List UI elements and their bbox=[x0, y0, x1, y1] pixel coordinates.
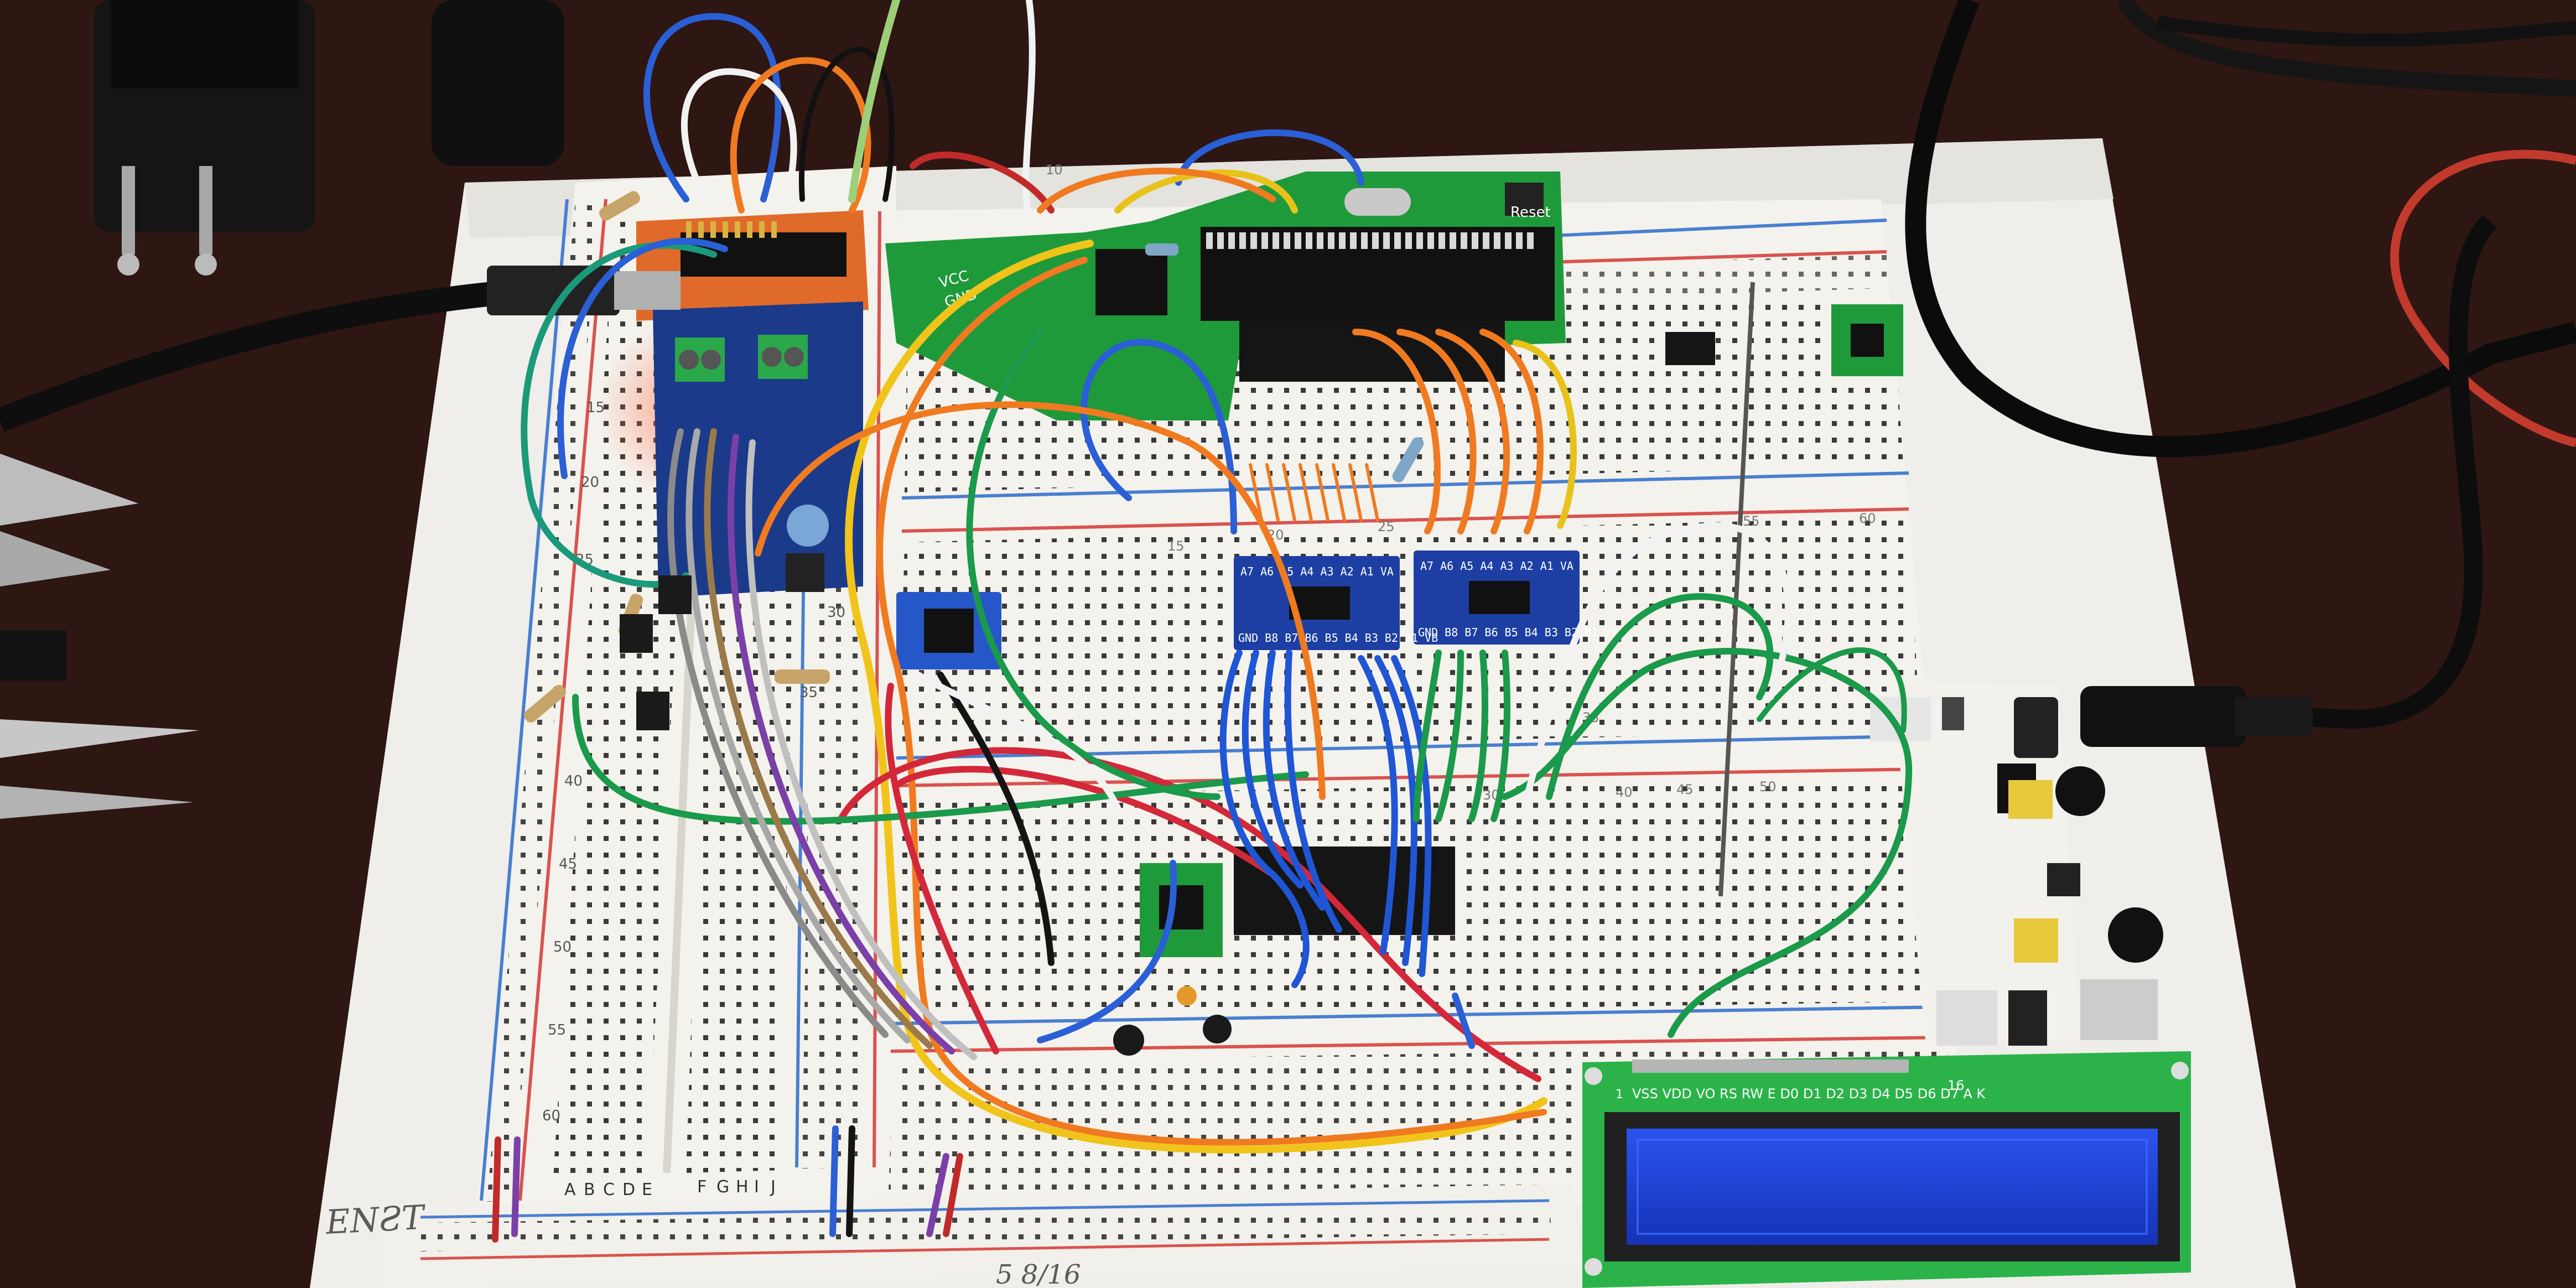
column-label: E bbox=[642, 1180, 652, 1199]
column-label: A bbox=[564, 1180, 576, 1199]
dc-jack-cable bbox=[2235, 215, 2497, 729]
row-label: 45 bbox=[559, 856, 577, 872]
row-label: 50 bbox=[553, 939, 572, 955]
lcd-1602-display bbox=[1582, 1051, 2191, 1288]
black-plug-top bbox=[432, 0, 564, 166]
column-label: C bbox=[603, 1180, 615, 1199]
jumper-wires bbox=[492, 0, 1913, 1243]
shifter-top-pins: A7 A6 A5 A4 A3 A2 A1 VA bbox=[1420, 559, 1573, 573]
column-label: H bbox=[736, 1177, 749, 1197]
microcontroller-board bbox=[885, 172, 1566, 420]
long-pin-wire bbox=[1718, 282, 1755, 897]
row-label: 35 bbox=[799, 684, 818, 701]
shifter-bottom-pins: GND B8 B7 B6 B5 B4 B3 B2 B1 VB bbox=[1238, 631, 1438, 645]
shifter-bottom-pins: GND B8 B7 B6 B5 B4 B3 B2 B1 VB bbox=[1418, 626, 1618, 639]
soic-chip bbox=[1665, 332, 1715, 365]
small-module-blue bbox=[896, 592, 1001, 669]
breakout-board-small bbox=[1831, 304, 1903, 376]
row-label: 10 bbox=[1046, 162, 1063, 178]
row-label: 50 bbox=[1759, 779, 1777, 794]
power-adapter bbox=[94, 0, 315, 276]
row-label: 15 bbox=[1167, 538, 1185, 554]
shifter-top-pins: A7 A6 A5 A4 A3 A2 A1 VA bbox=[1240, 565, 1394, 578]
usb-cable bbox=[0, 276, 610, 432]
transistors bbox=[620, 575, 1232, 1056]
level-shifter-2 bbox=[1414, 550, 1580, 645]
column-label: F bbox=[697, 1177, 707, 1197]
paper-note-left: ENƧT bbox=[324, 1198, 427, 1242]
row-label: 55 bbox=[548, 1022, 566, 1038]
column-label: B bbox=[584, 1180, 595, 1199]
level-shifter-1 bbox=[1234, 556, 1400, 650]
row-label: 20 bbox=[581, 474, 599, 491]
small-module-green bbox=[1140, 863, 1223, 957]
lcd-pin-header: VSS VDD VO RS RW E D0 D1 D2 D3 D4 D5 D6 … bbox=[1632, 1086, 1986, 1102]
lcd-pin-one: 1 bbox=[1616, 1088, 1623, 1102]
dc-barrel-jack bbox=[2080, 686, 2313, 747]
row-label: 60 bbox=[1859, 511, 1876, 526]
reset-label: Reset bbox=[1510, 204, 1551, 221]
column-label: G bbox=[716, 1177, 729, 1197]
black-cable-right bbox=[1905, 0, 2576, 458]
row-label: 60 bbox=[542, 1108, 560, 1124]
power-supply-module bbox=[1870, 681, 2163, 1046]
red-wire-right bbox=[2390, 149, 2576, 447]
column-label: I bbox=[754, 1177, 759, 1197]
row-label: 40 bbox=[1616, 785, 1633, 800]
row-label: 55 bbox=[1743, 513, 1760, 529]
paper-note-bottom: 5 8/16 bbox=[996, 1259, 1081, 1288]
row-label: 45 bbox=[1676, 782, 1694, 797]
lcd-pin-sixteen: 16 bbox=[1947, 1078, 1965, 1093]
column-label: J bbox=[770, 1177, 776, 1197]
row-label: 30 bbox=[827, 604, 845, 621]
dip-ic-chip bbox=[1234, 846, 1455, 935]
column-label: D bbox=[622, 1180, 635, 1199]
capacitor-ceramic bbox=[1177, 986, 1197, 1006]
pliers-tool bbox=[0, 454, 199, 819]
row-label: 40 bbox=[564, 773, 583, 790]
row-label: 25 bbox=[1378, 519, 1395, 534]
